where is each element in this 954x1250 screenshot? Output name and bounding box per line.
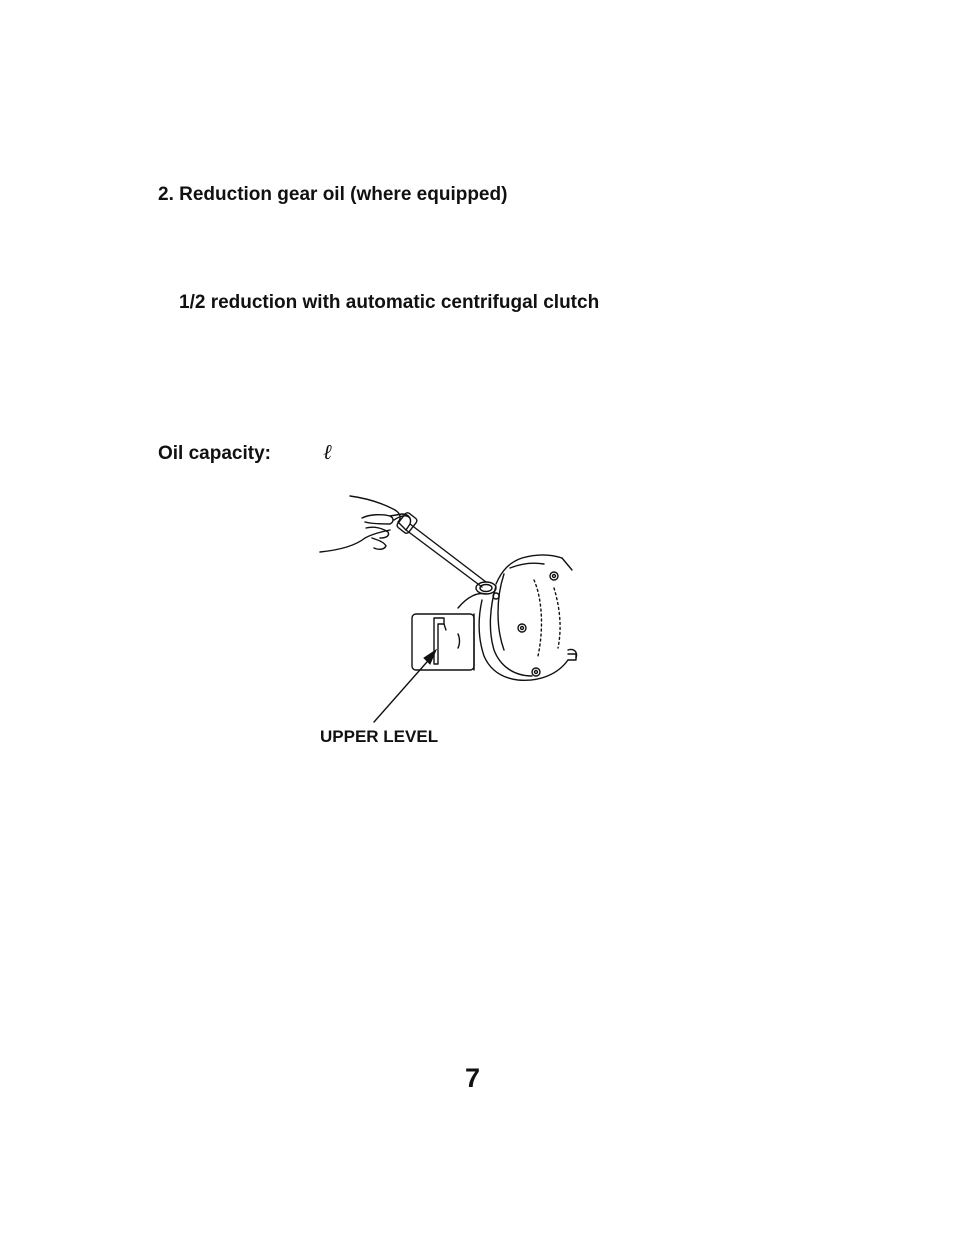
oil-capacity-unit: ℓ — [323, 440, 332, 464]
gear-case-drawing — [457, 554, 578, 681]
hand-drawing — [319, 495, 412, 553]
callout-arrow — [373, 653, 435, 723]
sub-heading: 1/2 reduction with automatic centrifugal… — [179, 292, 600, 313]
upper-level-label: UPPER LEVEL — [320, 727, 439, 746]
oil-capacity-label: Oil capacity: — [158, 443, 271, 464]
dipstick-drawing — [396, 512, 487, 588]
filler-opening — [475, 581, 497, 595]
dipstick-illustration — [319, 495, 578, 723]
page-number: 7 — [465, 1063, 481, 1093]
section-heading: 2. Reduction gear oil (where equipped) — [158, 184, 508, 205]
level-inset — [411, 613, 475, 671]
